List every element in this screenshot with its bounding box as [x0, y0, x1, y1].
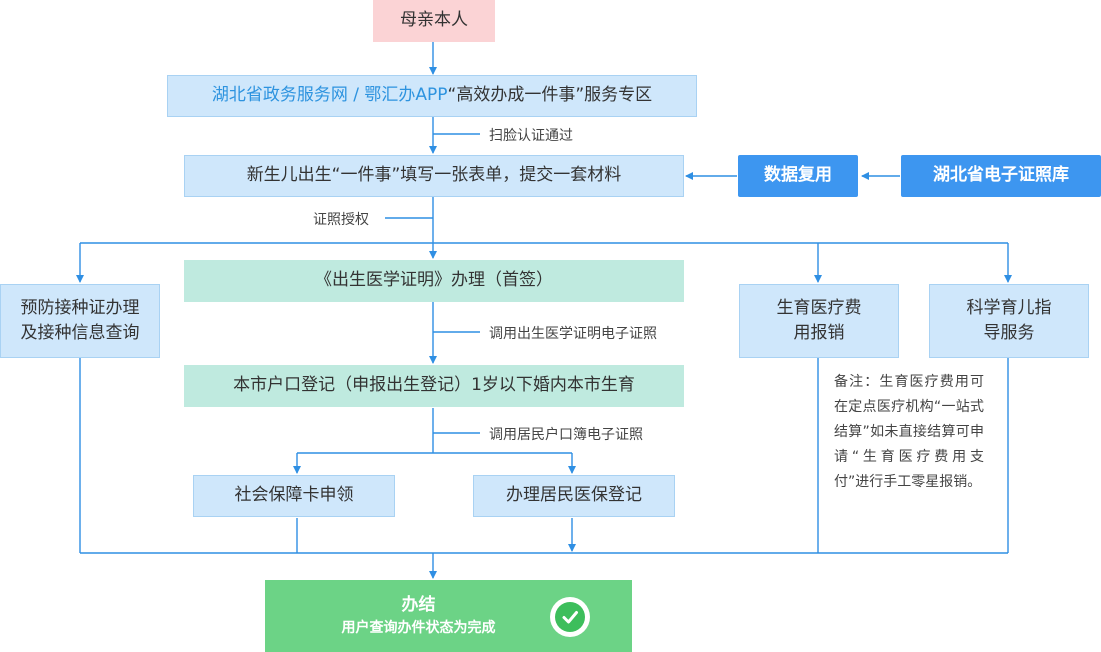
portal-zone-label: “高效办成一件事”服务专区: [447, 85, 653, 106]
insurance-label: 办理居民医保登记: [506, 485, 642, 506]
portal-service-label: 湖北省政务服务网 / 鄂汇办APP: [211, 85, 448, 106]
household-call-label: 调用居民户口簿电子证照: [489, 427, 643, 443]
cert-library-label: 湖北省电子证照库: [933, 165, 1069, 186]
cert-library-node: 湖北省电子证照库: [901, 155, 1101, 197]
done-subtitle: 用户查询办件状态为完成: [341, 620, 496, 637]
check-circle-icon: [550, 597, 590, 637]
vaccination-node: 预防接种证办理及接种信息查询: [0, 284, 160, 358]
done-title: 办结: [401, 594, 436, 615]
insurance-node: 办理居民医保登记: [473, 475, 675, 517]
birth-cert-call-label: 调用出生医学证明电子证照: [489, 326, 657, 342]
form-label: 新生儿出生“一件事”填写一张表单，提交一套材料: [246, 165, 622, 186]
vaccination-label: 预防接种证办理及接种信息查询: [20, 297, 140, 344]
authorization-label: 证照授权: [313, 212, 369, 228]
birth-cert-label: 《出生医学证明》办理（首签）: [315, 270, 553, 291]
social-card-label: 社会保障卡申领: [234, 485, 354, 506]
reimbursement-node: 生育医疗费用报销: [739, 284, 899, 358]
household-label: 本市户口登记（申报出生登记）1岁以下婚内本市生育: [233, 375, 635, 396]
note-text: 备注：生育医疗费用可在定点医疗机构“一站式结算”如未直接结算可申请“生育医疗费用…: [834, 374, 984, 490]
portal-node: 湖北省政务服务网 / 鄂汇办APP “高效办成一件事”服务专区: [167, 75, 697, 117]
mother-label: 母亲本人: [400, 10, 468, 31]
parenting-node: 科学育儿指导服务: [929, 284, 1089, 358]
parenting-label: 科学育儿指导服务: [966, 297, 1052, 344]
data-reuse-label: 数据复用: [764, 165, 832, 186]
social-card-node: 社会保障卡申领: [193, 475, 395, 517]
mother-node: 母亲本人: [373, 0, 495, 42]
reimbursement-label: 生育医疗费用报销: [776, 297, 862, 344]
face-auth-label: 扫脸认证通过: [489, 128, 573, 144]
form-node: 新生儿出生“一件事”填写一张表单，提交一套材料: [184, 155, 684, 197]
data-reuse-node: 数据复用: [738, 155, 858, 197]
birth-cert-node: 《出生医学证明》办理（首签）: [184, 260, 684, 302]
household-node: 本市户口登记（申报出生登记）1岁以下婚内本市生育: [184, 365, 684, 407]
